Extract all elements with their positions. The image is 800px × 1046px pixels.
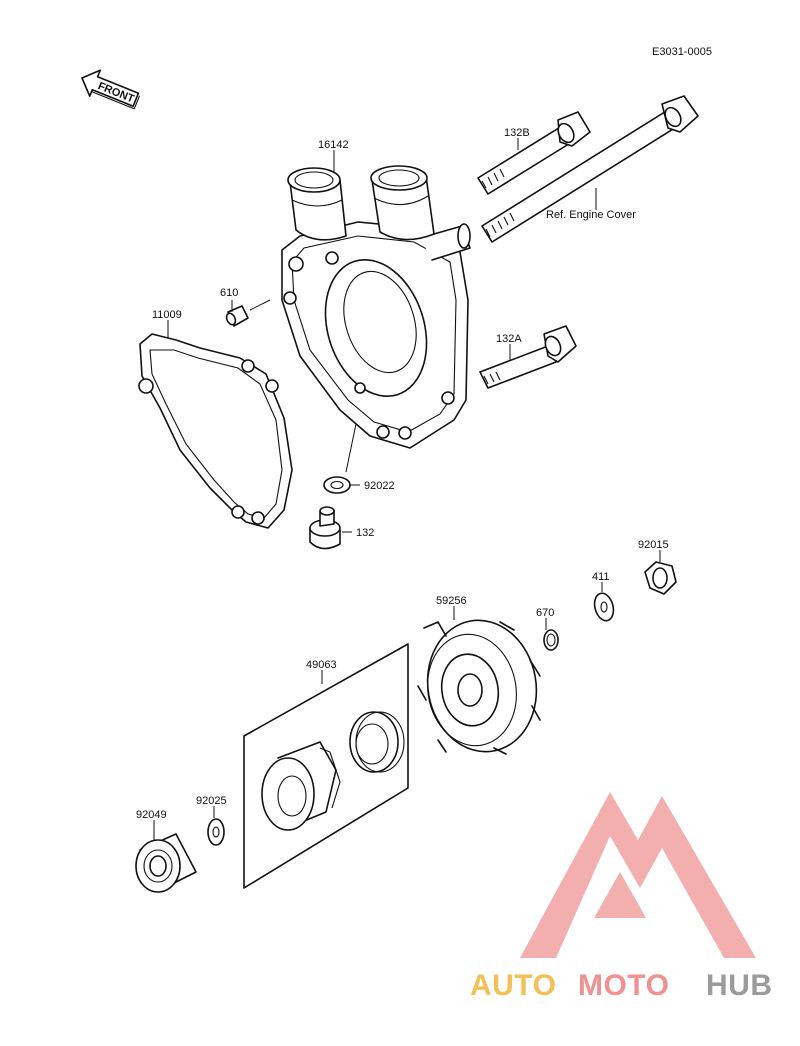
pump-cover-16142 (281, 165, 471, 449)
label-59256: 59256 (436, 595, 467, 607)
bolt-132b (477, 111, 591, 195)
long-bolt (481, 95, 699, 243)
label-610: 610 (220, 287, 238, 299)
dowel-pin-610 (225, 305, 249, 327)
label-92022: 92022 (364, 480, 395, 492)
diagram-code: E3031-0005 (652, 46, 712, 58)
label-92025: 92025 (196, 795, 227, 807)
impeller-59256 (417, 619, 541, 755)
bearing-92049 (135, 833, 197, 893)
leader-lines (153, 138, 661, 840)
label-132a: 132A (496, 333, 522, 345)
gasket-11009 (138, 333, 293, 529)
washer-92025 (207, 818, 225, 846)
watermark-text-moto: MOTO (578, 969, 669, 1002)
label-11009: 11009 (152, 309, 182, 321)
label-92049: 92049 (136, 809, 167, 821)
watermark-logo: AUTO MOTO HUB (470, 792, 773, 1002)
washer-92022 (323, 476, 351, 494)
front-arrow-icon: FRONT (81, 69, 141, 110)
nut-92015 (644, 561, 677, 595)
mechanical-seal-49063 (243, 643, 409, 889)
label-92015: 92015 (638, 539, 669, 551)
watermark-text-hub: HUB (706, 969, 773, 1002)
washer-411 (593, 592, 615, 622)
label-411: 411 (592, 571, 610, 583)
drain-bolt-132 (309, 506, 341, 550)
label-132b: 132B (504, 127, 530, 139)
label-16142: 16142 (318, 139, 349, 151)
circlip-670 (543, 629, 559, 651)
label-49063: 49063 (306, 659, 337, 671)
label-132: 132 (356, 527, 374, 539)
bolt-132a (479, 325, 577, 389)
label-670: 670 (536, 607, 554, 619)
watermark-text-auto: AUTO (470, 969, 556, 1002)
label-ref-engine-cover: Ref. Engine Cover (546, 209, 636, 221)
